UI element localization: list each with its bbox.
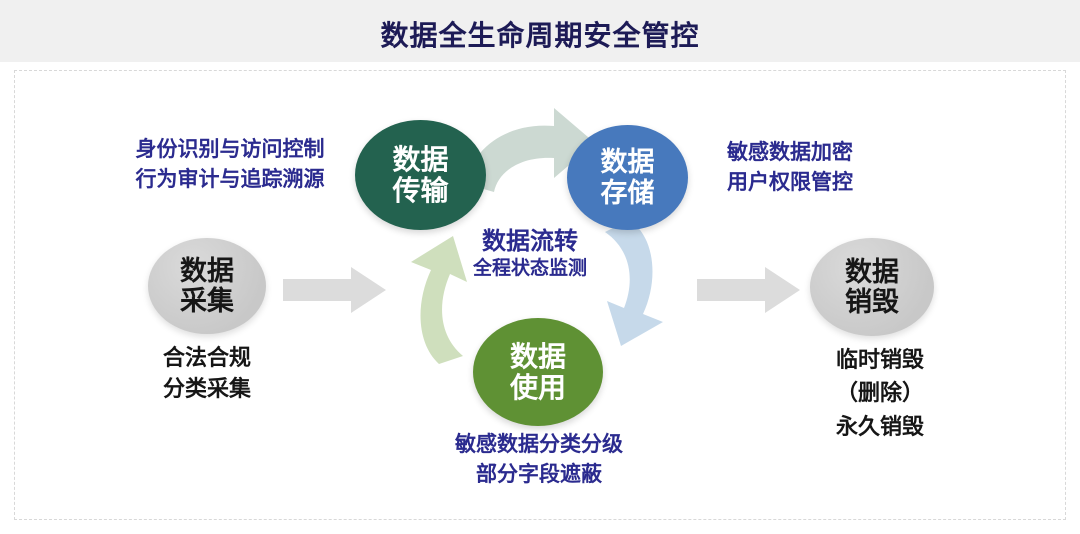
node-data-usage[interactable]: 数据 使用 [473, 318, 603, 426]
center-caption: 数据流转 全程状态监测 [420, 228, 640, 281]
annotation-usage-line1: 敏感数据分类分级 [455, 433, 623, 456]
node-data-destruction-line2: 销毁 [845, 287, 899, 317]
annotation-collection: 合法合规 分类采集 [117, 342, 297, 404]
node-data-destruction[interactable]: 数据 销毁 [810, 238, 934, 336]
annotation-transmission-line1: 身份识别与访问控制 [135, 138, 325, 161]
node-data-transmission-line1: 数据 [392, 143, 449, 175]
node-data-collection[interactable]: 数据 采集 [148, 238, 266, 334]
annotation-destruction-line1: 临时销毁 [835, 347, 924, 372]
annotation-collection-line2: 分类采集 [162, 376, 251, 402]
annotation-transmission: 身份识别与访问控制 行为审计与追踪溯源 [100, 135, 360, 195]
annotation-storage: 敏感数据加密 用户权限管控 [700, 138, 880, 198]
node-data-storage-line1: 数据 [600, 147, 655, 178]
page-title: 数据全生命周期安全管控 [380, 20, 700, 51]
node-data-usage-line1: 数据 [509, 340, 566, 372]
annotation-collection-line1: 合法合规 [162, 345, 251, 370]
annotation-usage-line2: 部分字段遮蔽 [476, 462, 602, 486]
annotation-transmission-line2: 行为审计与追踪溯源 [135, 167, 325, 191]
center-caption-line2: 全程状态监测 [472, 257, 587, 279]
annotation-destruction: 临时销毁 （删除） 永久销毁 [790, 343, 970, 443]
node-data-collection-line2: 采集 [180, 286, 234, 316]
node-data-transmission-line2: 传输 [392, 175, 449, 206]
header-band [0, 0, 1080, 62]
annotation-storage-line1: 敏感数据加密 [727, 141, 853, 164]
node-data-storage-line2: 存储 [600, 177, 655, 208]
center-caption-line1: 数据流转 [482, 228, 578, 255]
node-data-usage-line2: 使用 [509, 372, 566, 403]
content-frame [14, 70, 1066, 520]
node-data-collection-line1: 数据 [180, 255, 234, 286]
node-data-storage[interactable]: 数据 存储 [567, 125, 688, 230]
annotation-destruction-line2: （删除） [835, 380, 924, 406]
annotation-usage: 敏感数据分类分级 部分字段遮蔽 [428, 430, 650, 490]
node-data-destruction-line1: 数据 [845, 256, 899, 287]
annotation-destruction-line3: 永久销毁 [835, 413, 924, 439]
annotation-storage-line2: 用户权限管控 [727, 170, 853, 194]
node-data-transmission[interactable]: 数据 传输 [355, 120, 486, 230]
